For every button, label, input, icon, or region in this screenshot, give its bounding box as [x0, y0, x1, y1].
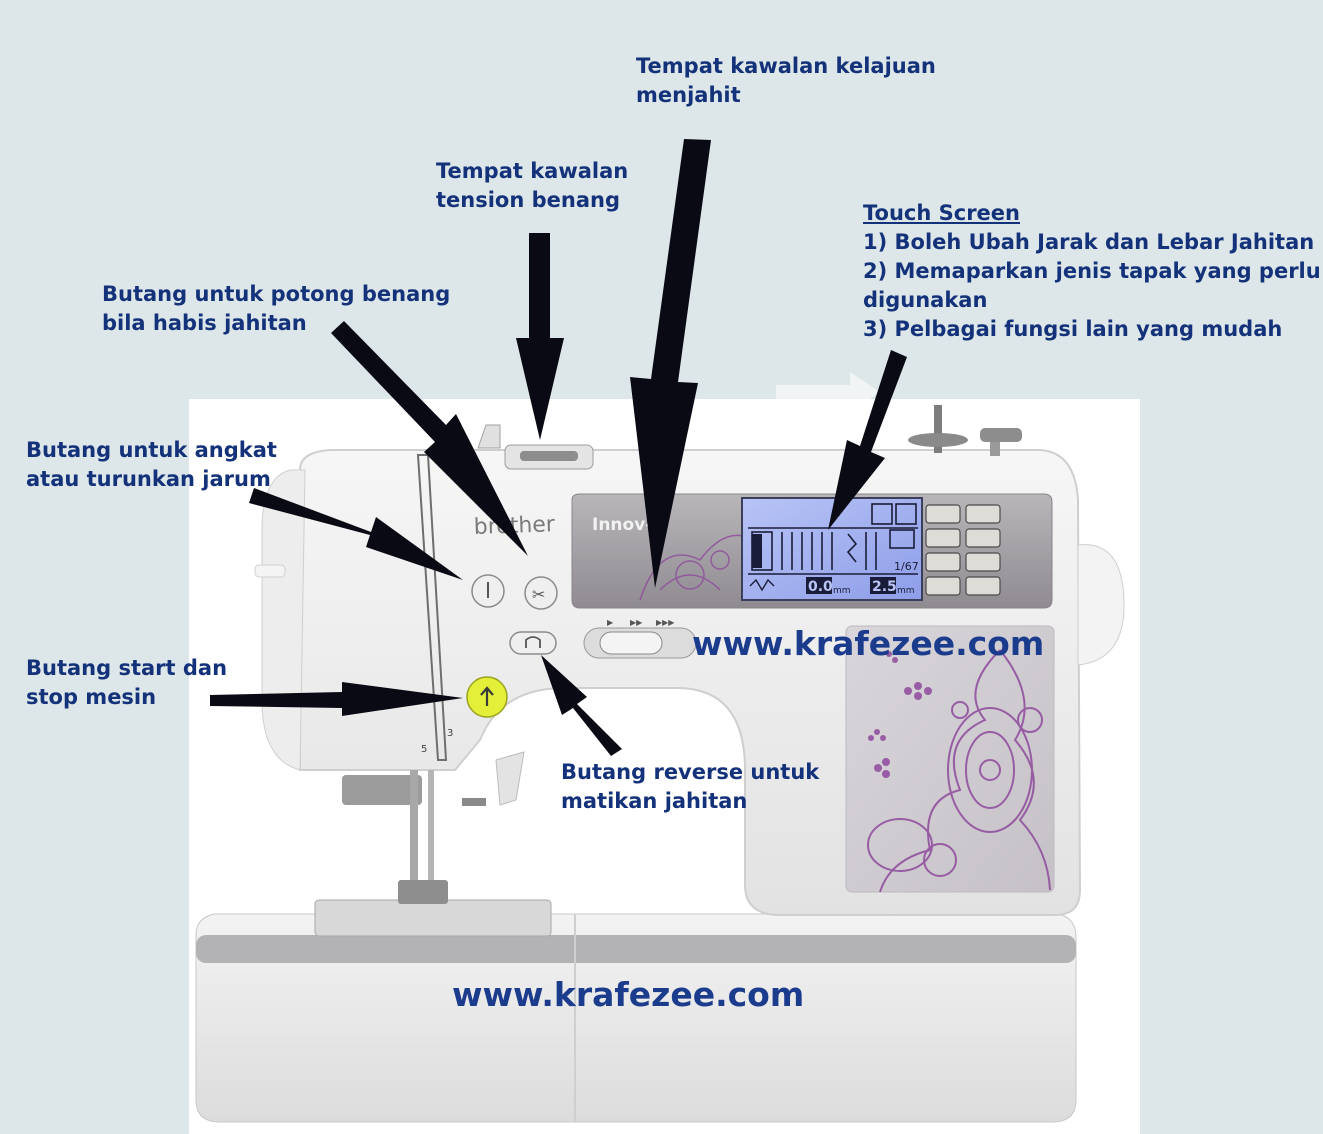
label-touch-screen: Touch Screen 1) Boleh Ubah Jarak dan Leb… [863, 199, 1321, 344]
needle-plate [314, 899, 552, 937]
lcd-length-value: 0.0 [808, 579, 833, 595]
label-speed-control: Tempat kawalan kelajuan menjahit [636, 52, 936, 110]
label-cutter-line-1: Butang untuk potong benang [102, 282, 451, 306]
label-touch-screen-line-3: digunakan [863, 288, 988, 312]
speed-mark-medium: ▶▶ [630, 618, 643, 627]
lcd-page-indicator: 1/67 [894, 560, 919, 573]
handwheel [1077, 544, 1125, 666]
label-startstop-line-2: stop mesin [26, 685, 157, 709]
label-needle-line-1: Butang untuk angkat [26, 438, 277, 462]
bobbin-winder [980, 428, 1022, 442]
label-touch-screen-line-4: 3) Pelbagai fungsi lain yang mudah [863, 317, 1283, 341]
speed-mark-fast: ▶▶▶ [656, 618, 675, 627]
spool-pin [934, 405, 942, 453]
embroidered-panel [845, 625, 1055, 893]
thread-guide-number-3: 3 [447, 728, 453, 739]
label-thread-tension: Tempat kawalan tension benang [436, 157, 628, 215]
thread-cutter-button [524, 576, 558, 610]
label-touch-screen-line-2: 2) Memaparkan jenis tapak yang perlu [863, 259, 1321, 283]
label-startstop-line-1: Butang start dan [26, 656, 228, 680]
machine-bed [195, 913, 1077, 1123]
arrow-speed-control [630, 139, 711, 588]
presser-foot-assembly [342, 770, 486, 904]
label-reverse-line-2: matikan jahitan [561, 789, 748, 813]
label-needle-line-2: atau turunkan jarum [26, 467, 271, 491]
label-speed-line-2: menjahit [636, 83, 741, 107]
label-touch-screen-title: Touch Screen [863, 201, 1020, 225]
label-cutter-line-2: bila habis jahitan [102, 311, 307, 335]
lcd-width-value: 2.5 [872, 579, 897, 595]
arrow-reverse [541, 655, 622, 756]
embroidery-dots [868, 651, 932, 778]
arrow-thread-cutter [331, 321, 528, 556]
speed-slider-knob [599, 631, 663, 655]
bed-silver-trim [196, 935, 1076, 963]
arrow-start-stop [210, 682, 463, 716]
speed-mark-slow: ▶ [607, 618, 614, 627]
label-thread-cutter: Butang untuk potong benang bila habis ja… [102, 280, 450, 338]
label-reverse: Butang reverse untuk matikan jahitan [561, 758, 819, 816]
watermark-upper: www.krafezee.com [692, 624, 1045, 663]
panel-side-buttons [925, 504, 1001, 596]
lcd-length-unit: mm [833, 586, 851, 596]
label-tension-line-2: tension benang [436, 188, 620, 212]
label-reverse-line-1: Butang reverse untuk [561, 760, 820, 784]
svg-text:✂: ✂ [532, 585, 545, 604]
arrow-touch-screen [828, 350, 907, 530]
label-start-stop: Butang start dan stop mesin [26, 654, 227, 712]
arrow-thread-tension [516, 233, 564, 440]
embroidery-pattern [867, 649, 1051, 893]
thread-path [416, 454, 448, 761]
lcd-width-unit: mm [897, 586, 915, 596]
thread-guide-number-5: 5 [421, 744, 427, 755]
label-speed-line-1: Tempat kawalan kelajuan [636, 54, 936, 78]
pointer-arrows [210, 139, 907, 756]
arrow-needle-position [249, 488, 463, 580]
watermark-lower: www.krafezee.com [452, 975, 805, 1014]
label-tension-line-1: Tempat kawalan [436, 159, 629, 183]
label-touch-screen-line-1: 1) Boleh Ubah Jarak dan Lebar Jahitan [863, 230, 1315, 254]
reverse-button [509, 631, 557, 655]
label-needle-position: Butang untuk angkat atau turunkan jarum [26, 436, 277, 494]
